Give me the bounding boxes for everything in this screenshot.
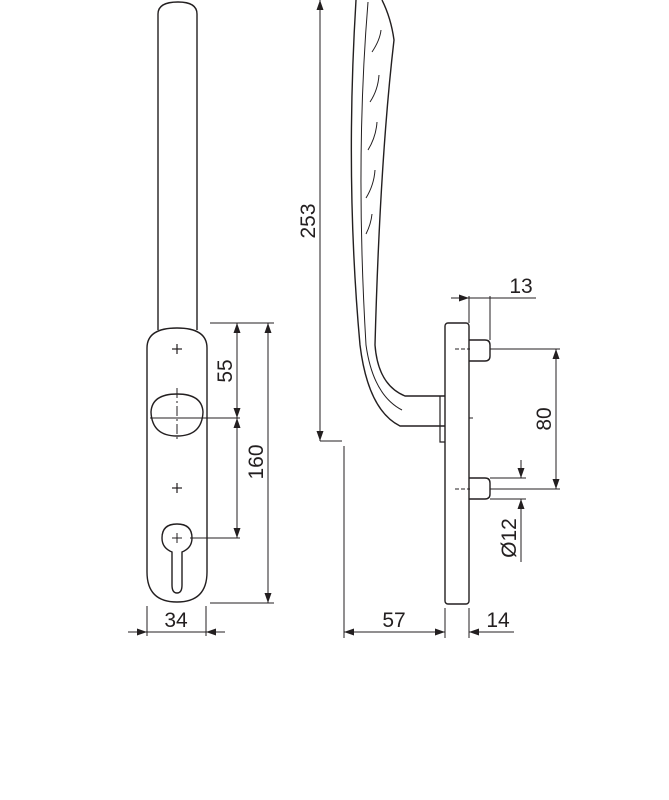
handle-neck — [439, 396, 445, 443]
side-view — [316, 0, 560, 638]
handle-lever-inner-line — [360, 1, 403, 411]
dim-text-plate-thickness: 14 — [486, 609, 510, 632]
escutcheon-plate-outline — [146, 327, 208, 603]
dim-text-pin-length: 13 — [509, 275, 532, 298]
handle-lever-inner-edge — [374, 0, 445, 397]
handle-lever-profile — [350, 0, 445, 427]
mounting-plate — [444, 322, 470, 605]
front-view — [128, 1, 274, 636]
dim-text-plate-height: 160 — [245, 444, 268, 479]
dim-text-total-height: 253 — [297, 203, 320, 238]
dim-text-projection: 57 — [382, 609, 405, 632]
lower-pin — [469, 477, 491, 500]
screw-mark-lower — [172, 483, 182, 493]
handle-lever-outline — [157, 1, 198, 330]
screw-mark-upper — [172, 344, 182, 354]
dim-text-width: 34 — [164, 609, 188, 632]
rose-outline — [150, 393, 204, 437]
upper-pin — [469, 339, 491, 362]
dim-text-pin-spacing: 80 — [533, 407, 556, 430]
dim-text-upper-spacing: 55 — [214, 359, 237, 382]
dim-text-pin-diameter: Ø12 — [498, 518, 521, 558]
grip-ridges — [365, 29, 382, 235]
